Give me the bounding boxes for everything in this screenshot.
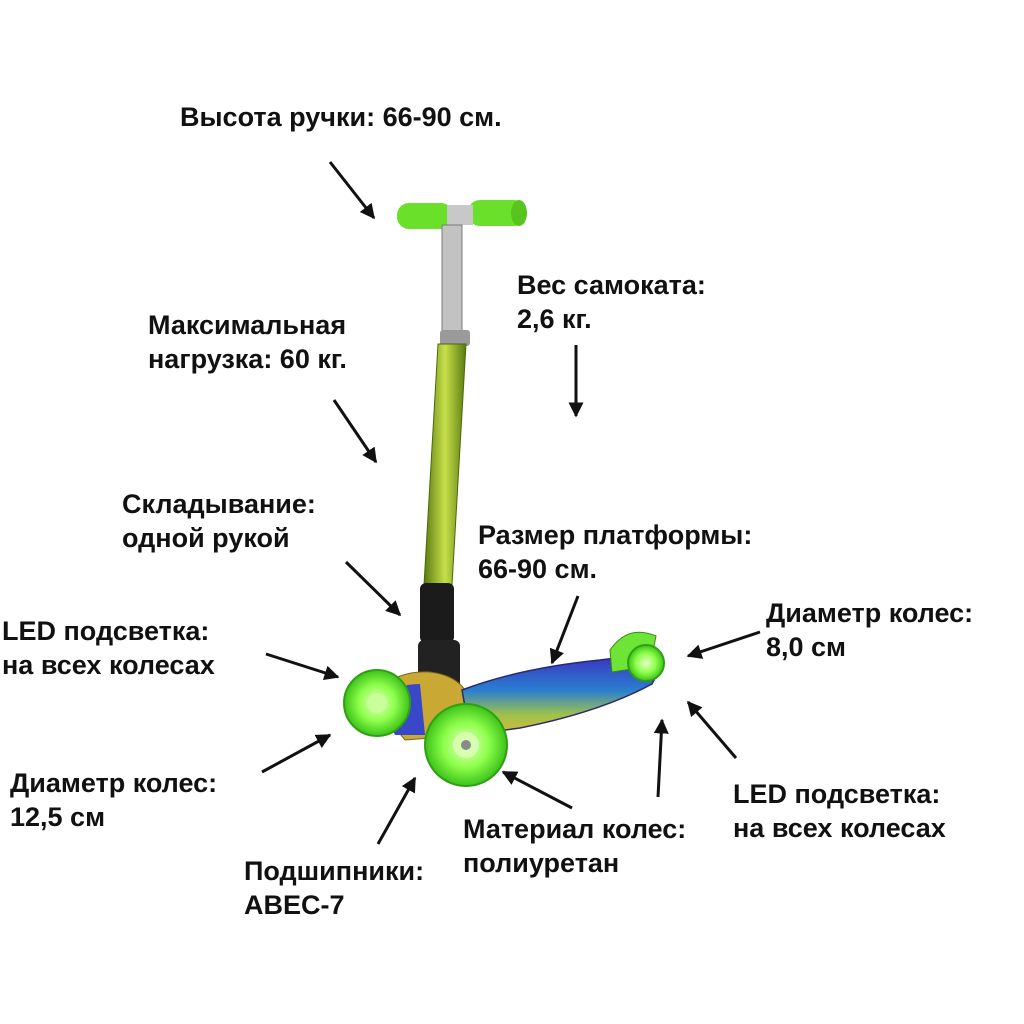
label-handle-height: Высота ручки: 66-90 см. [180, 100, 502, 134]
label-rear-wheel-diameter: Диаметр колес: 8,0 см [766, 596, 973, 664]
label-max-load-line1: Максимальная [148, 310, 347, 340]
upper-stem [441, 224, 463, 344]
label-max-load-line2: нагрузка: 60 кг. [148, 344, 347, 374]
label-led-left-line1: LED подсветка: [2, 616, 210, 646]
label-folding-line1: Складывание: [122, 489, 316, 519]
arrow-rear-wheel-diameter [686, 630, 761, 659]
front-right-wheel [424, 703, 508, 787]
label-folding-line2: одной рукой [122, 523, 290, 553]
label-front-wheel-diameter-line1: Диаметр колес: [10, 768, 218, 798]
label-wheel-material: Материал колес: полиуретан [463, 812, 686, 880]
height-clamp [440, 330, 470, 346]
arrow-bearings [376, 776, 417, 845]
label-platform-size-line2: 66-90 см. [478, 554, 598, 584]
label-scooter-weight: Вес самоката: 2,6 кг. [517, 268, 706, 336]
label-scooter-weight-line1: Вес самоката: [517, 270, 706, 300]
arrow-front-wheel-diameter [261, 733, 332, 774]
front-left-wheel [343, 669, 411, 737]
label-handle-height-line1: Высота ручки: 66-90 см. [180, 102, 502, 132]
label-front-wheel-diameter: Диаметр колес: 12,5 см [10, 766, 217, 834]
handlebar [397, 200, 527, 229]
arrow-handle-height [328, 161, 376, 220]
label-max-load: Максимальная нагрузка: 60 кг. [148, 308, 347, 376]
label-led-right: LED подсветка: на всех колесах [733, 777, 946, 845]
arrow-folding [344, 560, 402, 617]
arrow-max-load [332, 399, 378, 464]
label-led-right-line2: на всех колесах [733, 813, 946, 843]
label-platform-size: Размер платформы: 66-90 см. [478, 518, 752, 586]
label-wheel-material-line2: полиуретан [463, 848, 620, 878]
arrow-led-right-lower [653, 718, 669, 798]
label-rear-wheel-diameter-line1: Диаметр колес: [766, 598, 974, 628]
label-wheel-material-line1: Материал колес: [463, 814, 687, 844]
label-bearings: Подшипники: ABEC-7 [244, 854, 424, 922]
label-scooter-weight-line2: 2,6 кг. [517, 304, 592, 334]
arrow-led-left [265, 652, 340, 681]
rear-wheel [627, 644, 665, 682]
label-led-left-line2: на всех колесах [2, 650, 215, 680]
arrow-platform-size [549, 595, 580, 665]
label-bearings-line2: ABEC-7 [244, 890, 345, 920]
lower-stem [423, 343, 467, 586]
label-bearings-line1: Подшипники: [244, 856, 425, 886]
label-folding: Складывание: одной рукой [122, 487, 316, 555]
arrow-led-right [686, 700, 738, 759]
label-rear-wheel-diameter-line2: 8,0 см [766, 632, 847, 662]
label-led-left: LED подсветка: на всех колесах [2, 614, 215, 682]
label-platform-size-line1: Размер платформы: [478, 520, 753, 550]
arrow-wheel-material [501, 770, 573, 810]
callout-arrows [261, 161, 761, 845]
label-front-wheel-diameter-line2: 12,5 см [10, 802, 106, 832]
label-led-right-line1: LED подсветка: [733, 779, 941, 809]
